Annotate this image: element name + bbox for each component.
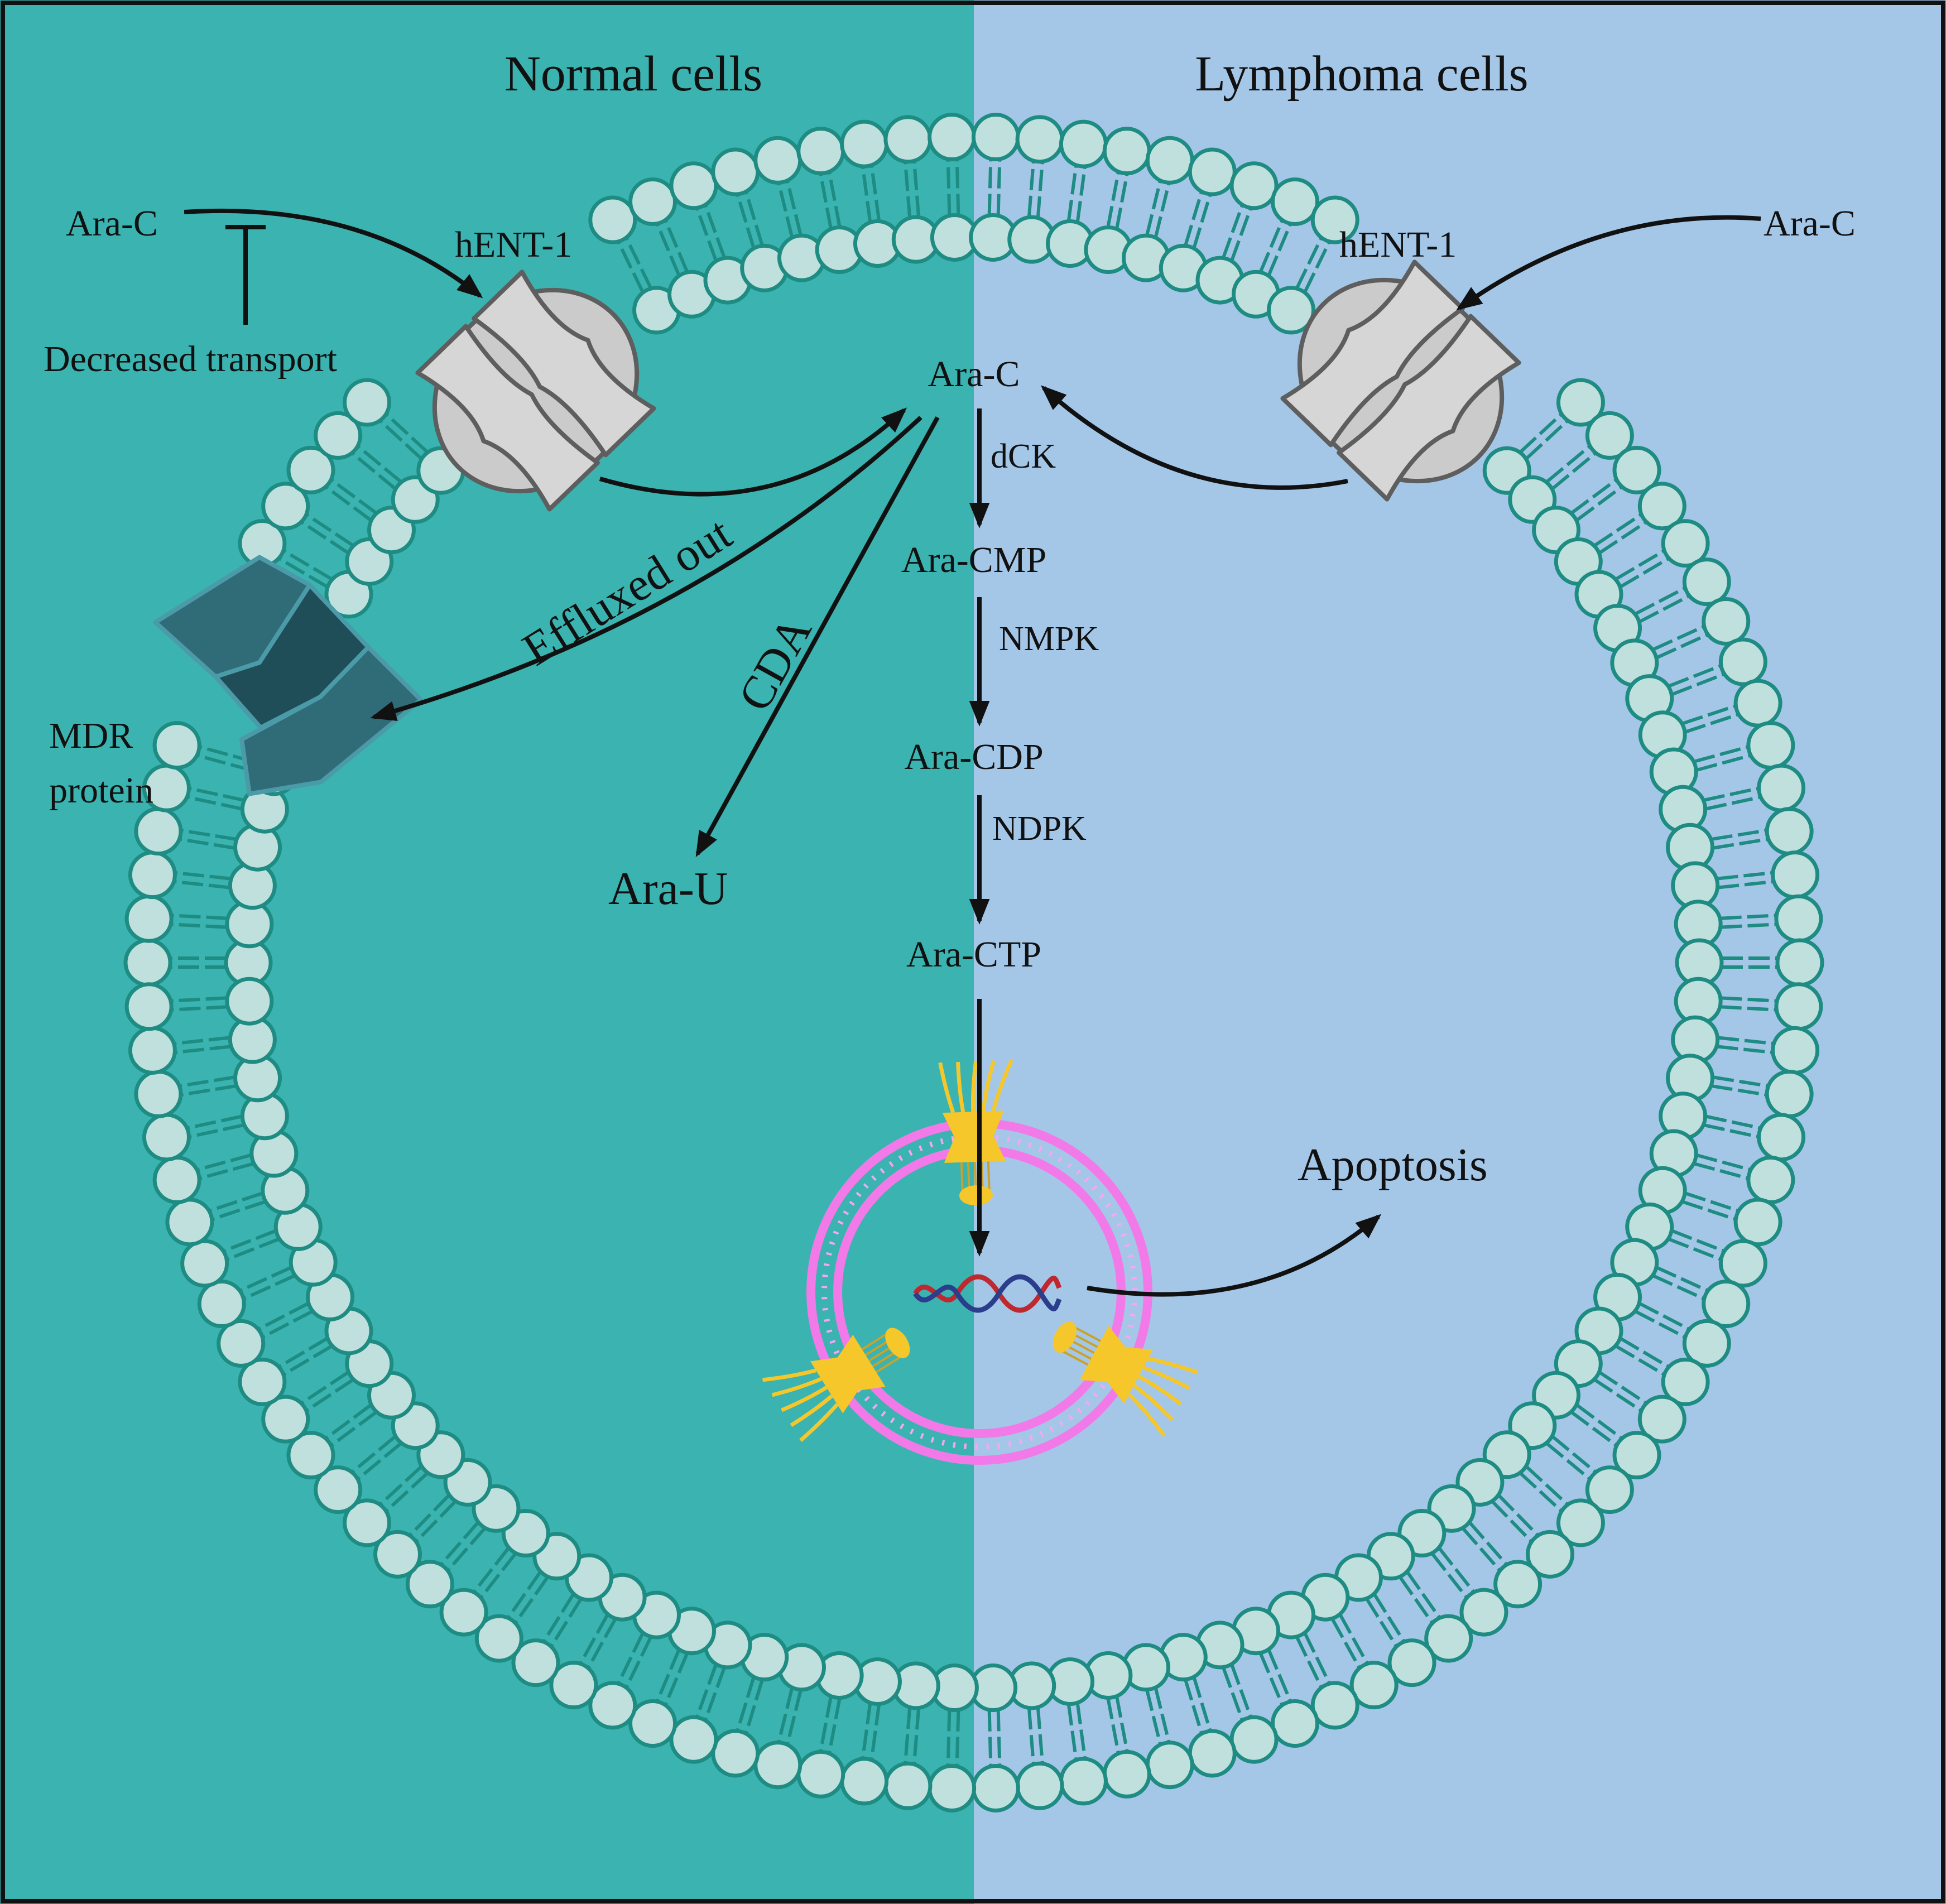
- hent1-transporter-left: [415, 270, 656, 512]
- arrow-ara-c-to-hent1-left: [184, 208, 483, 299]
- label-mdr-protein: protein: [49, 770, 153, 811]
- label-ara-c-outside-left: Ara-C: [66, 203, 158, 244]
- label-ara-u: Ara-U: [608, 863, 728, 915]
- arrow-cda-to-ara-u: [695, 416, 940, 858]
- label-ara-c-outside-right: Ara-C: [1764, 203, 1856, 244]
- arrow-ara-c-to-hent1-right: [1456, 215, 1761, 311]
- hent1-transporter-icon: [1280, 259, 1521, 502]
- header-normal-cells: Normal cells: [504, 46, 762, 102]
- cell-membrane-bilayer: [123, 113, 1824, 1812]
- label-hent1-right: hENT-1: [1339, 224, 1457, 265]
- label-decreased-transport: Decreased transport: [44, 339, 337, 379]
- product-ara-cmp: Ara-CMP: [901, 540, 1046, 580]
- arrow-hent1-right-to-ara-c: [1040, 385, 1348, 490]
- product-ara-ctp: Ara-CTP: [906, 934, 1041, 975]
- hent1-transporter-icon: [415, 270, 656, 512]
- arrow-dna-to-apoptosis: [1087, 1214, 1382, 1297]
- label-hent1-left: hENT-1: [455, 224, 572, 265]
- arrow-hent1-left-to-ara-c: [599, 407, 907, 497]
- hent1-transporter-right: [1280, 259, 1521, 502]
- label-mdr: MDR: [49, 715, 133, 756]
- enzyme-ndpk: NDPK: [992, 810, 1087, 848]
- arrow-efflux-out: [370, 416, 922, 721]
- label-apoptosis: Apoptosis: [1298, 1139, 1488, 1191]
- enzyme-nmpk: NMPK: [999, 620, 1099, 658]
- arrows: [184, 208, 1761, 1297]
- pathway-ara-c: Ara-C: [928, 354, 1020, 395]
- enzyme-dck: dCK: [991, 437, 1056, 475]
- header-lymphoma-cells: Lymphoma cells: [1195, 46, 1528, 102]
- dna-helix-icon: [913, 1274, 1062, 1313]
- mdr-protein-icon: [153, 555, 424, 796]
- product-ara-cdp: Ara-CDP: [904, 737, 1043, 777]
